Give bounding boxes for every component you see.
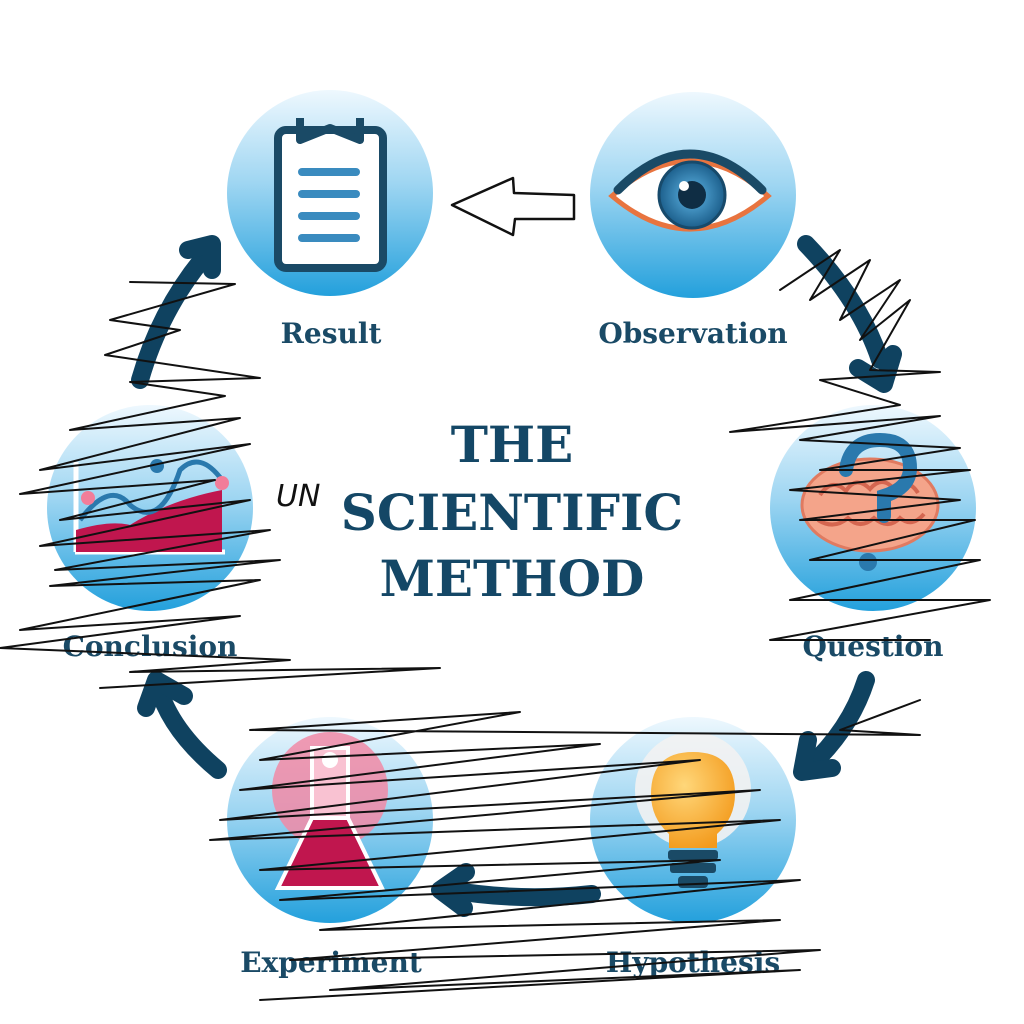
arrow-conclusion-to-result [131,247,214,389]
brain-question-icon [800,432,940,571]
arrowhead-conclusion-to-result [179,235,221,279]
title-line-method: METHOD [380,549,645,608]
step-observation: Observation [590,92,796,350]
clipboard-icon [274,118,387,272]
step-hypothesis: Hypothesis [590,717,796,979]
flask-icon [272,732,388,890]
scribbles [0,249,991,1001]
handwritten-annotation: UN [276,479,320,514]
arrowhead-observation-to-question [849,345,902,393]
conclusion-circle [47,405,253,611]
step-label-observation: Observation [598,317,787,350]
arrow-question-to-hypothesis [799,671,875,777]
step-label-result: Result [281,317,382,350]
arrow-experiment-to-conclusion [149,677,227,779]
step-label-conclusion: Conclusion [63,630,238,663]
arrowhead-hypothesis-to-experiment [431,863,475,917]
title-line-the: THE [451,415,574,474]
scribble-bottom [209,699,921,1001]
step-experiment: Experiment [227,717,433,979]
outlined-arrow-observation-to-result [450,176,576,237]
scribble-left [0,281,441,689]
arrowhead-experiment-to-conclusion [137,671,193,717]
title-line-scientific: SCIENTIFIC [341,483,683,542]
eye-icon [608,149,772,232]
arrow-observation-to-question [797,235,889,369]
scribble-right-top [729,249,991,641]
step-label-question: Question [803,630,944,663]
step-result: Result [227,90,433,350]
arrowhead-question-to-hypothesis [793,731,841,781]
